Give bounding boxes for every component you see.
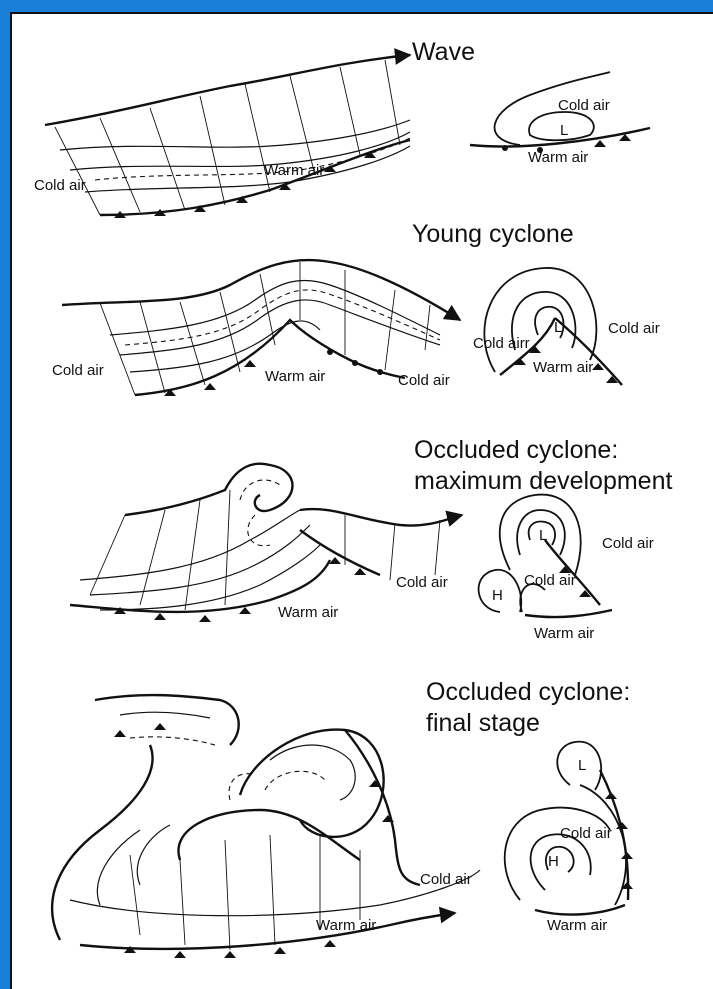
- occluded-final-map-front: [535, 905, 625, 915]
- wave-upper-front: [45, 55, 410, 125]
- stage-title-occluded-final-2: final stage: [426, 709, 540, 737]
- occluded-final-map-cold: Cold air: [560, 825, 612, 842]
- wave-block: [45, 55, 410, 218]
- occluded-max-map-low: L: [539, 527, 547, 544]
- young-map-warm: Warm air: [533, 359, 593, 376]
- wave-map-warm-label: Warm air: [528, 149, 588, 166]
- young-cold-air-left: Cold air: [52, 362, 104, 379]
- stage-title-occluded-final-1: Occluded cyclone:: [426, 678, 630, 706]
- stage-wave: Wave Cold air Warm air: [34, 38, 650, 218]
- wave-map-low: L: [560, 122, 568, 139]
- stage-title-occluded-max-1: Occluded cyclone:: [414, 436, 618, 464]
- young-warm-air-label: Warm air: [265, 368, 325, 385]
- stage-occluded-final: Occluded cyclone: final stage: [52, 678, 633, 958]
- occluded-max-map-cold-mid: Cold air: [524, 572, 576, 589]
- occluded-max-map-warm: Warm air: [534, 625, 594, 642]
- occluded-final-cold-air: Cold air: [420, 871, 472, 888]
- occluded-final-block: [52, 695, 480, 958]
- occluded-final-outer-left: [52, 745, 152, 940]
- occluded-final-spiral: [240, 730, 384, 837]
- young-map-cold-left: Cold airr: [473, 335, 530, 352]
- occluded-max-warm-air: Warm air: [278, 604, 338, 621]
- stage-young: Young cyclone Cold air Warm air: [52, 220, 660, 396]
- occluded-max-upper-front: [300, 509, 462, 526]
- wave-warm-air-label: Warm air: [264, 162, 324, 179]
- stage-title-young: Young cyclone: [412, 220, 574, 248]
- occluded-max-block: [70, 464, 462, 622]
- occluded-max-map-cold-top: Cold air: [602, 535, 654, 552]
- occluded-final-lower-front: [80, 913, 455, 949]
- occluded-final-inner-front: [178, 810, 360, 860]
- occluded-max-cold-air: Cold air: [396, 574, 448, 591]
- young-upper-front: [62, 260, 460, 320]
- wave-map-cold-label: Cold air: [558, 97, 610, 114]
- young-map-cold-right: Cold air: [608, 320, 660, 337]
- occluded-max-map-front: [525, 610, 612, 617]
- wave-cold-air-label: Cold air: [34, 177, 86, 194]
- occluded-final-map-warm: Warm air: [547, 917, 607, 934]
- occluded-final-occlusion: [345, 730, 420, 885]
- young-map-low: L: [554, 319, 562, 336]
- wave-lower-front: [100, 140, 410, 215]
- occluded-final-map-low: L: [578, 757, 586, 774]
- young-cold-air-right: Cold air: [398, 372, 450, 389]
- stage-occluded-max: Occluded cyclone: maximum development: [70, 436, 672, 642]
- occluded-max-map-high: H: [492, 587, 503, 604]
- occluded-final-warm-air: Warm air: [316, 917, 376, 934]
- occluded-max-spiral: [125, 464, 293, 515]
- stage-title-wave: Wave: [412, 38, 475, 66]
- stage-title-occluded-max-2: maximum development: [414, 467, 672, 495]
- occluded-final-map-high: H: [548, 853, 559, 870]
